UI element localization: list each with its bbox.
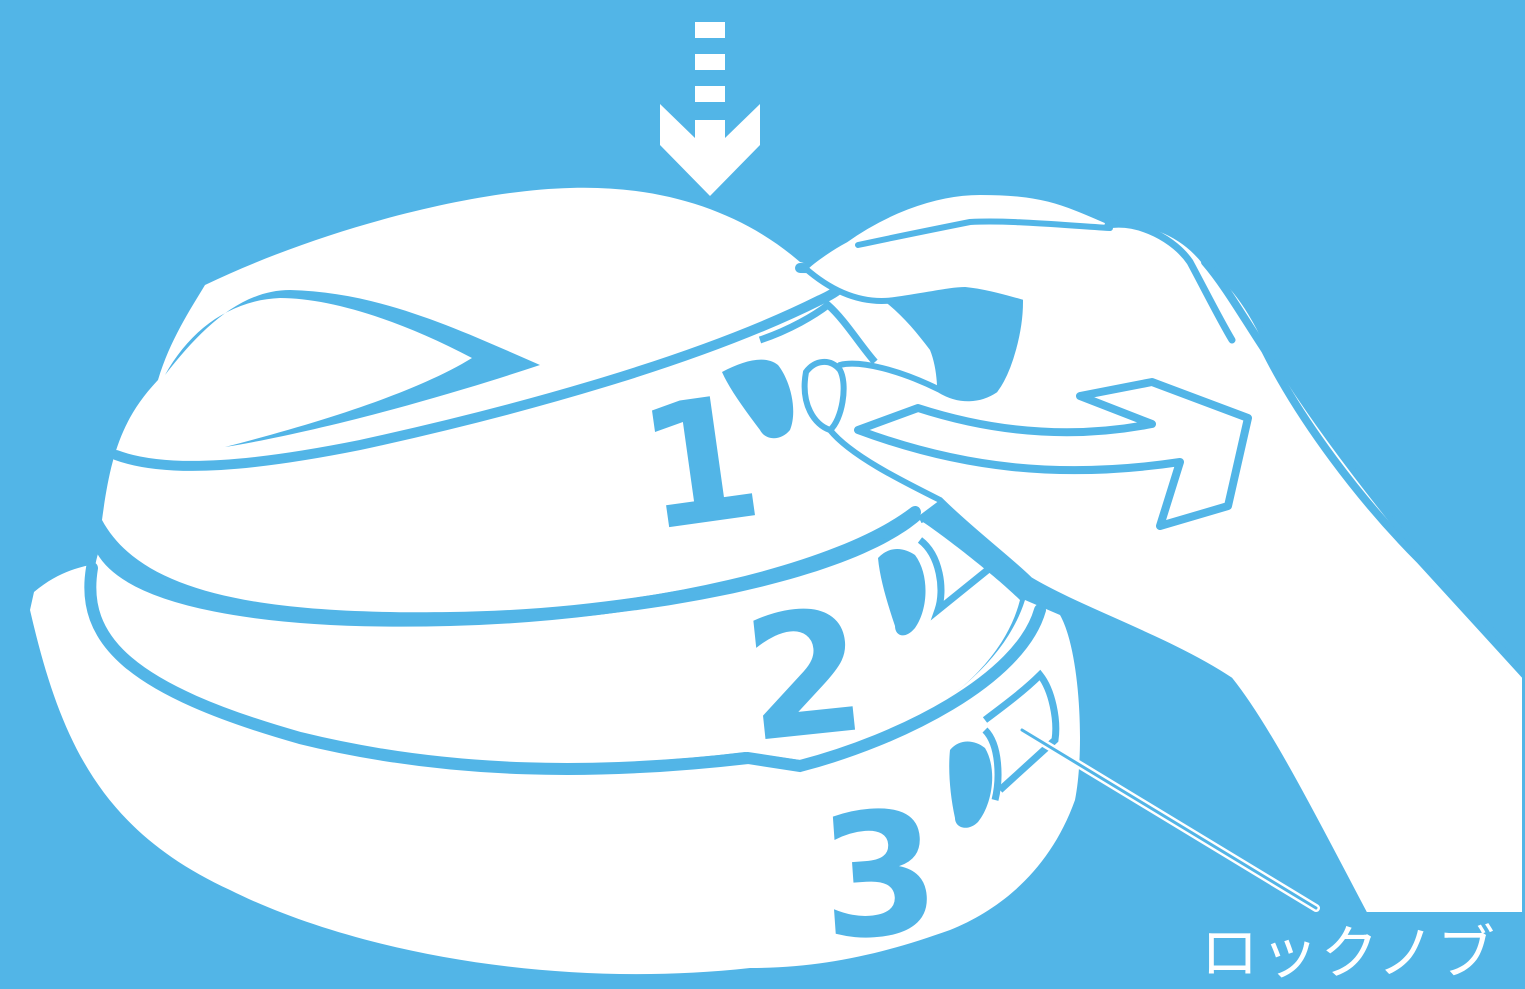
step-number-3: 3 xyxy=(814,773,946,979)
lock-knob-label: ロックノブ xyxy=(1200,924,1497,982)
press-down-arrow-icon xyxy=(660,22,760,196)
step-number-2: 2 xyxy=(736,572,874,781)
